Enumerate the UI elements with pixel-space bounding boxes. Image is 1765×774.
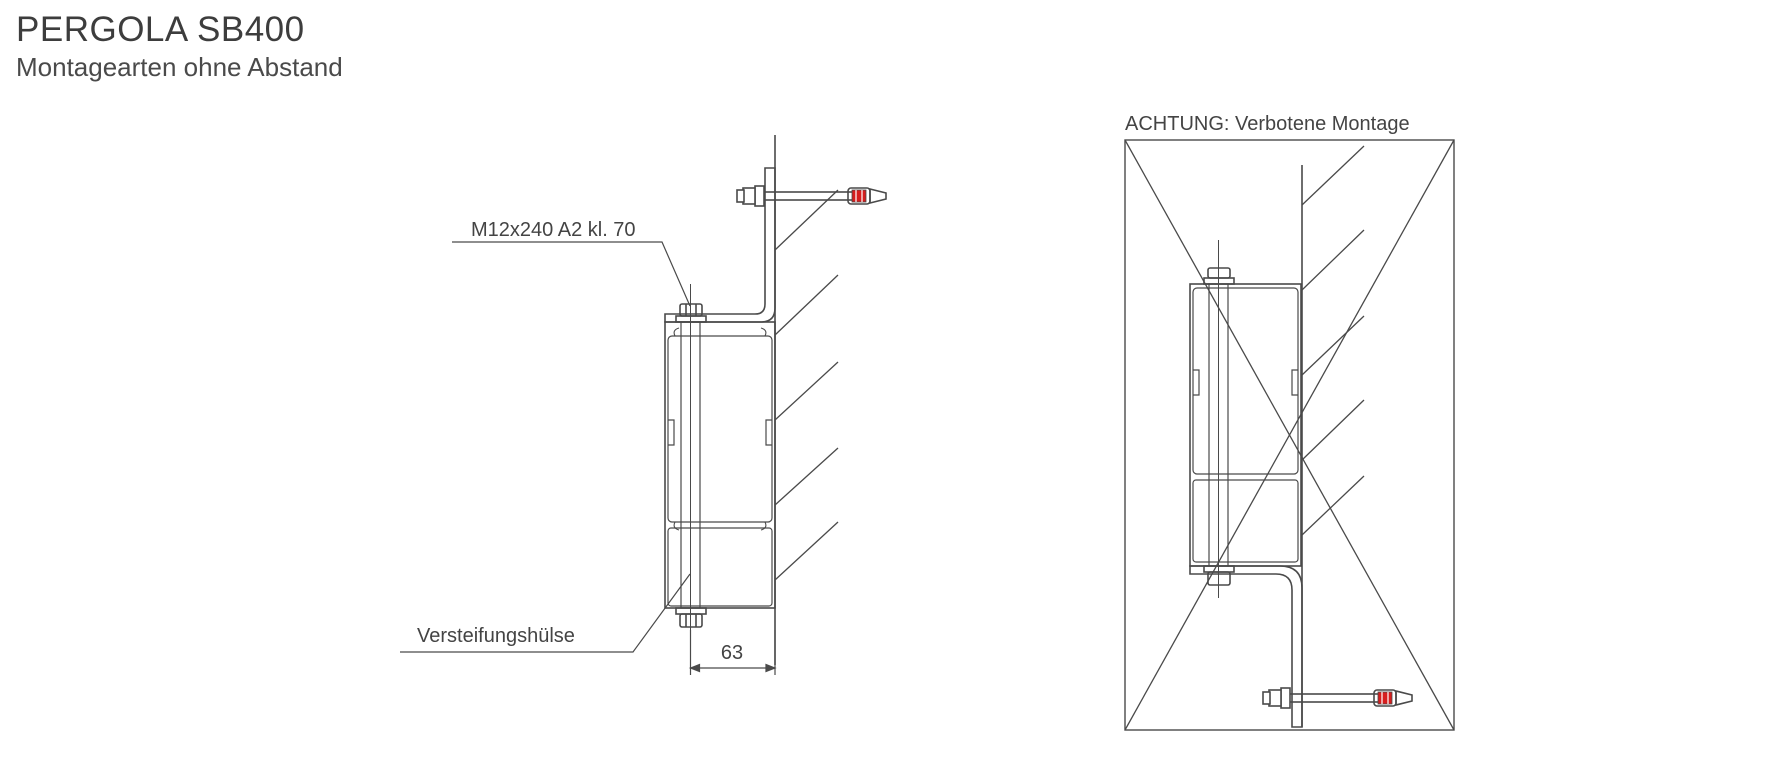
bolt-label-leader [452,241,691,307]
left-wall-anchor [736,185,887,207]
sleeve-label: Versteifungshülse [417,625,575,647]
forbidden-frame [1124,139,1455,731]
page-subtitle: Montagearten ohne Abstand [16,52,343,82]
page-title: PERGOLA SB400 [16,10,305,49]
left-profile [664,321,776,609]
right-wall-anchor [1262,687,1413,709]
left-mounting-detail [400,135,887,675]
right-bolt-nut-top [1203,267,1235,285]
dimension-label: 63 [721,642,743,664]
bolt-label: M12x240 A2 kl. 70 [471,219,636,241]
forbidden-cross [1124,139,1455,731]
right-wall-hatching [1301,145,1365,536]
left-bolt-nut-bottom [675,607,707,628]
sleeve-label-leader [400,573,691,653]
right-mounting-detail [1124,139,1455,731]
right-l-bracket [1189,565,1303,728]
dimension-63 [688,630,777,675]
left-bolt-head-top [675,303,707,323]
warning-label: ACHTUNG: Verbotene Montage [1125,113,1410,135]
left-wall-hatching [774,189,839,581]
